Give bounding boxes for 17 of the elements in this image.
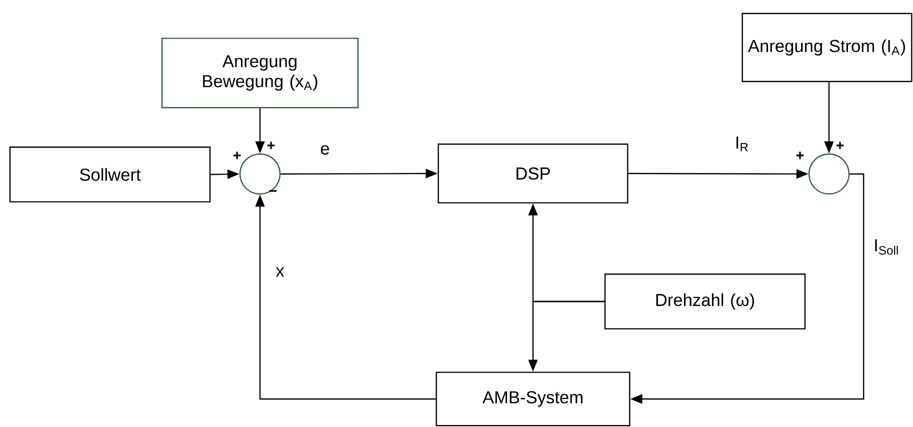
sign-label: + [836,142,844,150]
block-box: Drehzahl (ω) [604,274,806,330]
edge-label: e [320,145,330,155]
sign-label: + [233,152,241,160]
sign-label: + [796,152,804,160]
block-box: Anregung Strom (I$_{A}$) [742,12,912,82]
block-box: Sollwert [9,146,211,202]
block-box: AMB-System [436,372,630,426]
block-box: Anregung Bewegung (x$_{A}$) [161,38,359,108]
edge-label: x [276,267,284,277]
sign-label: − [269,190,277,192]
edge-label: I$_{R}$ [736,136,748,152]
summing-junction [808,153,850,195]
sign-label: + [267,142,275,150]
summing-junction [239,153,281,195]
edge-label: I$_{Soll}$ [875,239,898,255]
block-box: DSP [438,144,628,204]
